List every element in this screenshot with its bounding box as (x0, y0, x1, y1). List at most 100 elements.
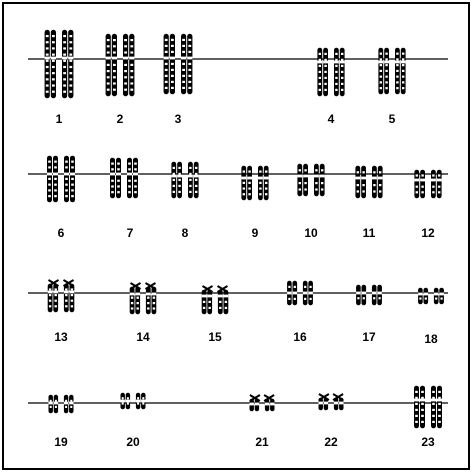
chromosome-4 (317, 47, 345, 97)
chromosome-band (63, 59, 66, 62)
chromosome-band (188, 80, 192, 83)
chromosome-band (111, 191, 114, 194)
chromosome-band (415, 396, 418, 399)
chromosome-band (248, 193, 251, 196)
centromere (308, 291, 313, 295)
satellite-arm (144, 282, 157, 290)
chromosome-band (324, 82, 327, 85)
chromosome-20 (120, 392, 146, 410)
chromosome-band (147, 307, 150, 310)
centromere (303, 174, 308, 178)
chromosome-label-17: 17 (362, 330, 376, 344)
chromosome-band (188, 68, 192, 71)
chromosome-band (248, 170, 251, 173)
chromosome-band (188, 62, 192, 65)
chromosome-band (54, 399, 57, 402)
chromosome-band (45, 47, 49, 50)
centromere (431, 398, 436, 402)
chromosome-band (171, 38, 174, 41)
chromosome-band (178, 172, 181, 175)
chromosome-band (147, 296, 150, 299)
chromosome-band (52, 34, 55, 38)
chromosome-band (171, 62, 174, 65)
chromatid (133, 157, 139, 199)
chromatid (377, 165, 383, 199)
chromosome-band (362, 171, 365, 174)
chromosome-label-10: 10 (304, 226, 318, 240)
chromosome-band (432, 420, 435, 423)
chromosome-band (421, 420, 424, 423)
chromosome-band (438, 174, 441, 177)
chromosome-band (71, 189, 74, 192)
centromere (217, 294, 223, 298)
centromere (133, 172, 138, 176)
chromosome-band (128, 185, 131, 188)
centromere (423, 292, 429, 296)
centromere (384, 60, 389, 64)
chromosome-label-5: 5 (389, 112, 396, 126)
chromosome-18 (418, 287, 444, 305)
chromosome-band (424, 297, 427, 300)
chromosome-band (321, 169, 324, 172)
chromosome-label-4: 4 (328, 112, 335, 126)
chromosome-band (288, 285, 291, 288)
chromosome-band (440, 297, 443, 300)
centromere (53, 401, 59, 405)
chromosome-band (259, 170, 262, 173)
chromosome-band (164, 68, 168, 71)
centromere (125, 399, 131, 403)
chromosome-7 (110, 157, 139, 199)
chromosome-band (396, 64, 399, 67)
chromatid (423, 287, 429, 305)
chromosome-band (128, 191, 131, 194)
chromosome-band (52, 72, 55, 75)
chromosome-band (172, 178, 175, 181)
chromosome-band (189, 172, 192, 175)
centromere (120, 399, 125, 403)
chromosome-band (396, 81, 399, 84)
chromosome-band (396, 87, 399, 90)
chromosome-band (124, 76, 127, 79)
chromatid (69, 283, 75, 313)
chromosome-band (304, 285, 307, 288)
chromosome-band (69, 41, 73, 44)
chromosome-band (171, 44, 174, 47)
chromosome-band (124, 51, 127, 54)
chromatid (371, 165, 377, 199)
chromosome-band (54, 288, 57, 291)
chromosome-band (298, 182, 301, 185)
chromosome-band (70, 294, 74, 297)
chromatid (61, 29, 68, 99)
chromosome-band (432, 408, 435, 411)
chromosome-band (130, 63, 134, 66)
chromosome-band (379, 81, 382, 84)
centromere (53, 290, 59, 294)
centromere (127, 172, 132, 176)
chromosome-band (164, 74, 168, 77)
chromosome-band (385, 87, 388, 90)
centromere (339, 60, 345, 64)
satellite-arm (201, 285, 214, 293)
chromosome-band (202, 306, 206, 309)
chromosome-band (65, 305, 68, 308)
chromosome-band (182, 80, 185, 83)
chromosome-band (242, 187, 245, 190)
centromere (62, 56, 68, 60)
chromosome-band (63, 90, 66, 93)
chromosome-band (106, 63, 110, 66)
chromosome-band (121, 397, 124, 400)
centromere (53, 172, 58, 176)
centromere (48, 401, 53, 405)
chromosome-band (113, 82, 116, 85)
chromosome-band (164, 38, 168, 41)
chromosome-band (195, 190, 198, 193)
chromosome-band (415, 185, 418, 188)
chromosome-band (288, 297, 291, 300)
chromosome-band (356, 190, 359, 193)
centromere (302, 291, 308, 295)
chromosome-band (65, 299, 68, 302)
chromosome-band (71, 177, 74, 180)
chromosome-15 (201, 285, 229, 315)
chromosome-band (242, 181, 245, 184)
chromosome-label-18: 18 (424, 332, 438, 346)
